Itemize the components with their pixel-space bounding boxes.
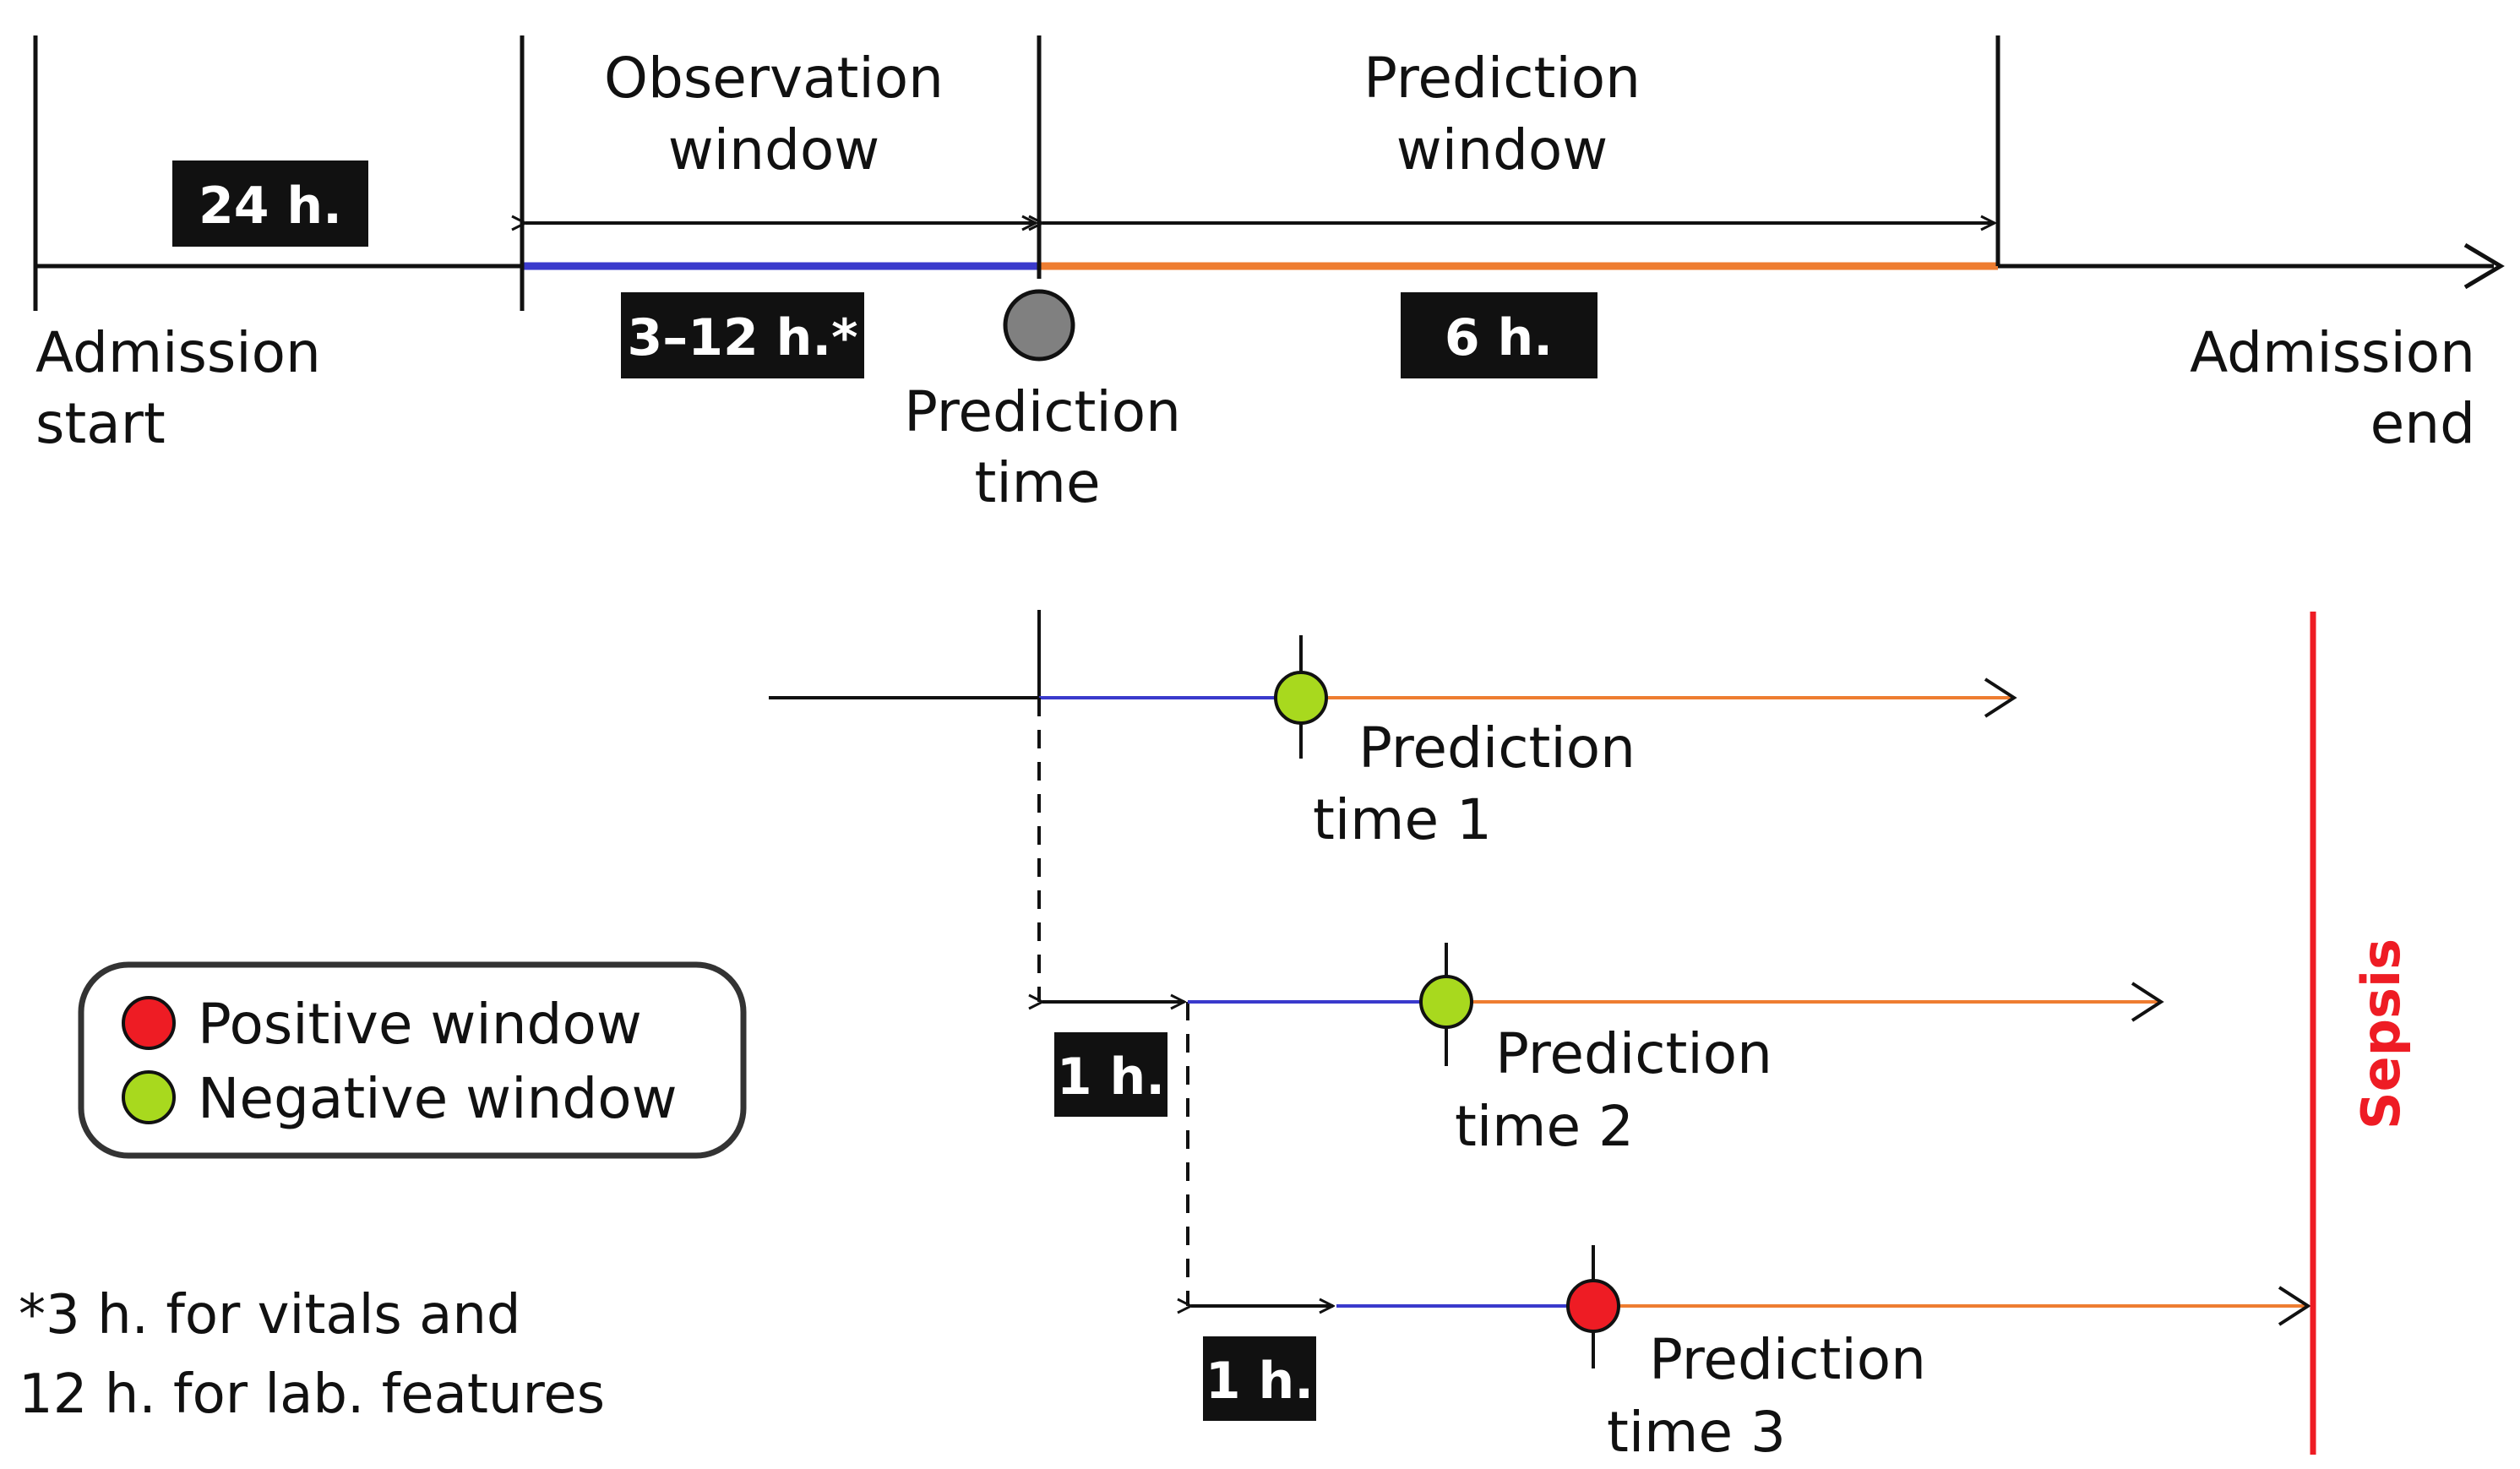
prediction-window-label-2: window bbox=[1396, 117, 1608, 182]
row2-arrowhead bbox=[2131, 982, 2164, 1022]
admission-start-label-1: Admission bbox=[35, 320, 321, 385]
row1-negative-marker bbox=[1274, 671, 1328, 725]
window-row-1: Prediction time 1 bbox=[769, 610, 2017, 852]
legend-positive-swatch bbox=[122, 996, 176, 1050]
row1-arrowhead bbox=[1984, 677, 2017, 718]
duration-24h: 24 h. bbox=[199, 177, 342, 236]
admission-start-label-2: start bbox=[35, 391, 166, 456]
row3-shift-label: 1 h. bbox=[1206, 1352, 1314, 1411]
observation-window-label-2: window bbox=[668, 117, 879, 182]
row2-shift-box bbox=[1054, 1032, 1167, 1117]
row1-label-2: time 1 bbox=[1313, 787, 1492, 852]
timeline-arrowhead bbox=[2463, 242, 2505, 290]
row3-shift-box bbox=[1203, 1336, 1316, 1421]
row2-shift-label: 1 h. bbox=[1057, 1047, 1165, 1107]
box-prediction-duration bbox=[1401, 292, 1597, 378]
row3-positive-marker bbox=[1566, 1279, 1620, 1333]
row2-negative-marker bbox=[1419, 975, 1473, 1029]
duration-prediction: 6 h. bbox=[1445, 308, 1553, 367]
footnote-line-2: 12 h. for lab. features bbox=[19, 1363, 605, 1426]
row2-label-2: time 2 bbox=[1455, 1094, 1634, 1159]
box-24h bbox=[172, 161, 368, 247]
row3-arrowhead bbox=[2278, 1286, 2311, 1326]
legend-box bbox=[78, 961, 747, 1159]
observation-window-label-1: Observation bbox=[604, 46, 944, 111]
legend: Positive window Negative window bbox=[78, 961, 747, 1159]
footnote: *3 h. for vitals and 12 h. for lab. feat… bbox=[19, 1284, 605, 1426]
prediction-time-label-2: time bbox=[974, 450, 1100, 515]
legend-negative-label: Negative window bbox=[198, 1066, 678, 1131]
window-row-3: 1 h. Prediction time 3 bbox=[1191, 1245, 2311, 1465]
admission-end-label-2: end bbox=[2370, 391, 2475, 456]
row3-label-2: time 3 bbox=[1607, 1400, 1786, 1465]
row1-label-1: Prediction bbox=[1358, 715, 1636, 781]
main-timeline: 24 h. 3–12 h.* 6 h. Observation window P… bbox=[33, 35, 2505, 515]
row2-label-1: Prediction bbox=[1495, 1021, 1772, 1086]
prediction-time-label-1: Prediction bbox=[904, 379, 1181, 444]
window-row-2: 1 h. Prediction time 2 bbox=[1042, 943, 2164, 1159]
sepsis-label: Sepsis bbox=[2350, 939, 2412, 1129]
prediction-window-label-1: Prediction bbox=[1363, 46, 1641, 111]
legend-negative-swatch bbox=[122, 1070, 176, 1124]
admission-end-label-1: Admission bbox=[2190, 320, 2475, 385]
duration-observation: 3–12 h.* bbox=[627, 308, 857, 367]
legend-positive-label: Positive window bbox=[198, 992, 642, 1057]
sliding-windows: Prediction time 1 1 h. Prediction time 2 bbox=[769, 610, 2412, 1465]
footnote-line-1: *3 h. for vitals and bbox=[19, 1284, 521, 1347]
row3-label-1: Prediction bbox=[1649, 1327, 1926, 1392]
prediction-time-marker bbox=[1003, 289, 1075, 362]
box-observation-duration bbox=[621, 292, 864, 378]
